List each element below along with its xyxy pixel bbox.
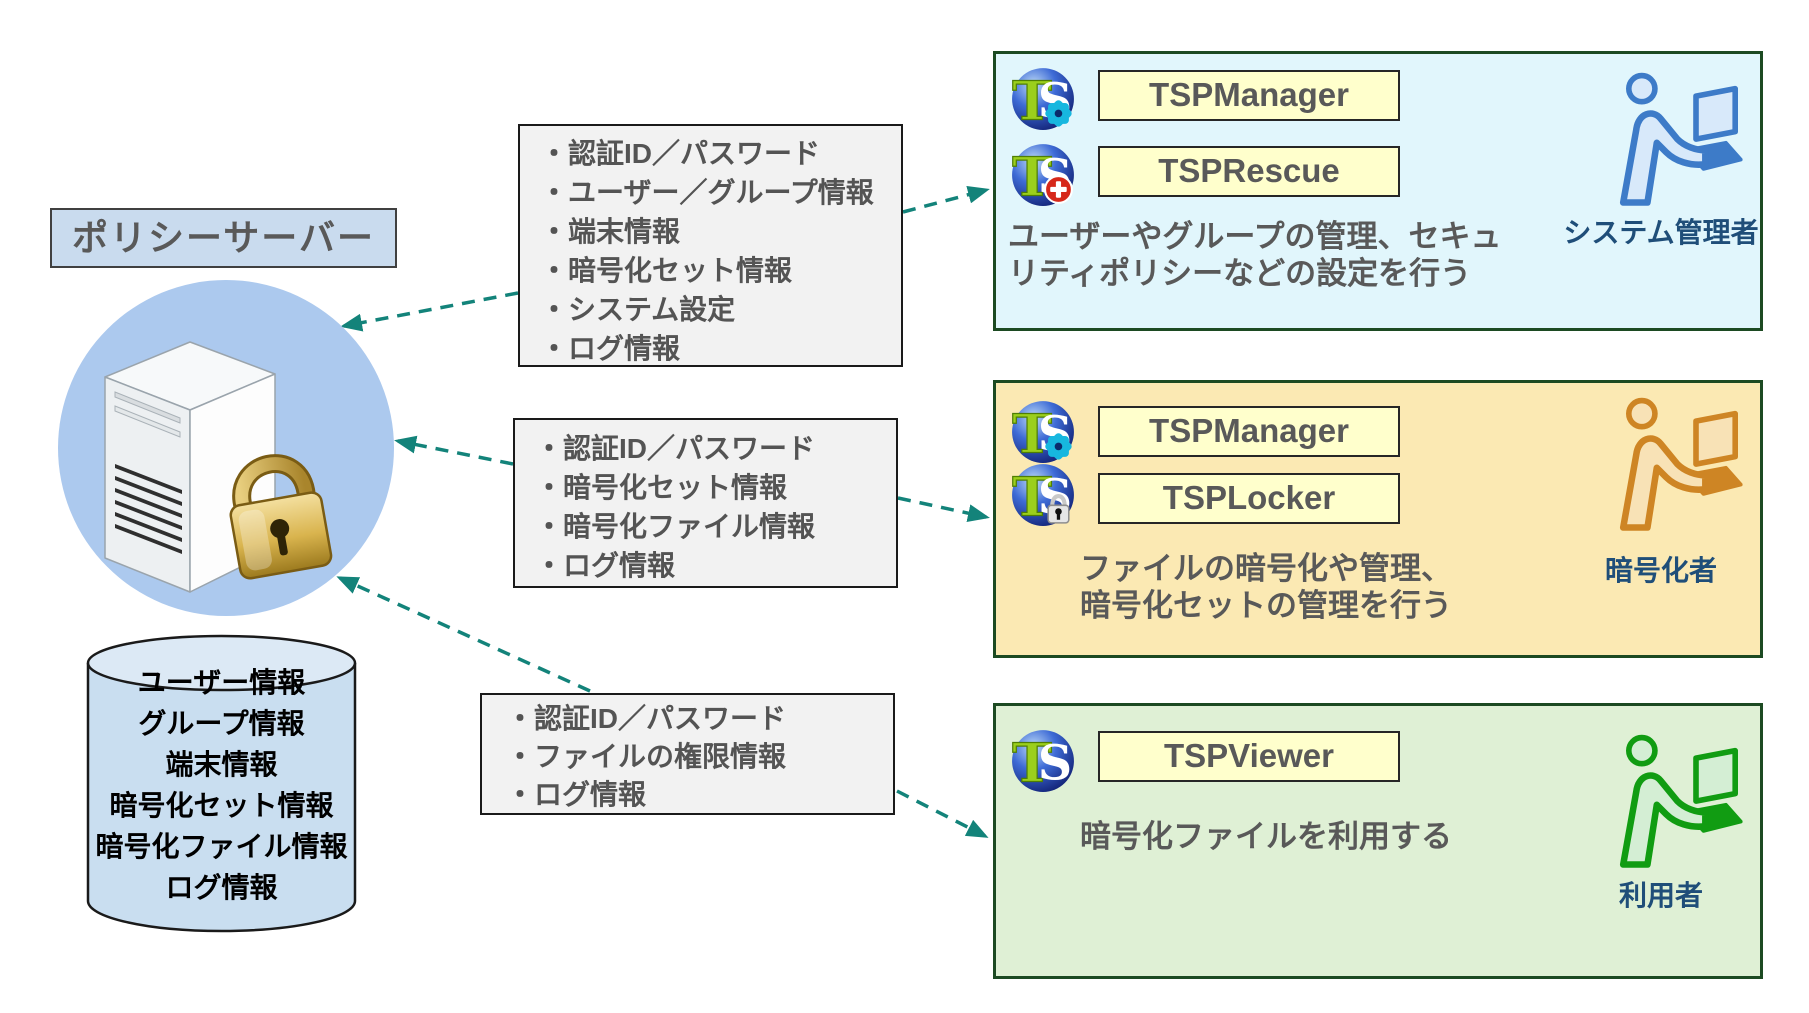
info-item: ・暗号化セット情報	[540, 255, 793, 286]
policy-server-title: ポリシーサーバー	[50, 208, 397, 268]
role-label-system-admin: システム管理者	[1563, 217, 1759, 248]
gear-badge-icon	[1045, 100, 1072, 127]
tsp-locker-icon	[1010, 462, 1076, 528]
panel-description: 暗号化ファイルを利用する	[1080, 819, 1452, 854]
db-item: ユーザー情報	[137, 667, 306, 698]
panel-description: ファイルの暗号化や管理、 暗号化セットの管理を行う	[1080, 551, 1452, 623]
info-item: ・ログ情報	[535, 550, 676, 581]
server-vent-grille	[115, 464, 182, 554]
tsp-manager-icon	[1010, 66, 1076, 132]
database-cylinder	[86, 634, 357, 933]
info-item: ・ログ情報	[506, 779, 647, 810]
info-item: ・ファイルの権限情報	[506, 741, 787, 772]
db-item: ログ情報	[165, 872, 278, 903]
panel-encryptor: TSPManager TSPLocker ファイルの暗号化や管理、 暗号化セット…	[993, 380, 1763, 658]
tspviewer-button: TSPViewer	[1098, 731, 1400, 782]
info-item: ・ユーザー／グループ情報	[540, 177, 874, 208]
tsp-rescue-icon	[1010, 142, 1076, 208]
user-person-icon	[1588, 732, 1748, 872]
info-box-encryptor-data: ・認証ID／パスワード ・暗号化セット情報 ・暗号化ファイル情報 ・ログ情報	[513, 418, 898, 588]
tspmanager-button: TSPManager	[1098, 406, 1400, 457]
server-drive-slots	[114, 391, 181, 438]
db-item: グループ情報	[138, 708, 305, 739]
info-item: ・暗号化セット情報	[535, 472, 788, 503]
db-item: 端末情報	[165, 749, 278, 780]
info-box-admin-data: ・認証ID／パスワード ・ユーザー／グループ情報 ・端末情報 ・暗号化セット情報…	[518, 124, 903, 367]
info-item: ・端末情報	[540, 216, 681, 247]
role-label-user: 利用者	[1618, 880, 1703, 911]
admin-person-icon	[1588, 70, 1748, 210]
info-item: ・認証ID／パスワード	[540, 138, 821, 169]
plus-badge-icon	[1044, 175, 1073, 204]
tspmanager-button: TSPManager	[1098, 70, 1400, 121]
db-item: 暗号化ファイル情報	[95, 831, 348, 862]
info-item: ・ログ情報	[540, 333, 681, 364]
panel-description: ユーザーやグループの管理、セキュ リティポリシーなどの設定を行う	[1008, 219, 1502, 291]
panel-user: TSPViewer 暗号化ファイルを利用する 利用者	[993, 703, 1763, 979]
tsp-viewer-icon	[1010, 728, 1076, 794]
encryptor-person-icon	[1588, 395, 1748, 535]
tsplocker-button: TSPLocker	[1098, 473, 1400, 524]
info-item: ・認証ID／パスワード	[506, 703, 787, 734]
tsprescue-button: TSPRescue	[1098, 146, 1400, 197]
tsp-manager-icon	[1010, 399, 1076, 465]
database-contents: ユーザー情報 グループ情報 端末情報 暗号化セット情報 暗号化ファイル情報 ログ…	[85, 662, 358, 908]
panel-system-admin: TSPManager TSPRescue ユーザーやグループの管理、セキュ リテ…	[993, 51, 1763, 331]
info-item: ・システム設定	[540, 294, 736, 325]
db-item: 暗号化セット情報	[109, 790, 334, 821]
info-item: ・暗号化ファイル情報	[535, 511, 816, 542]
info-item: ・認証ID／パスワード	[535, 433, 816, 464]
info-box-user-data: ・認証ID／パスワード ・ファイルの権限情報 ・ログ情報	[480, 693, 895, 815]
role-label-encryptor: 暗号化者	[1604, 555, 1717, 586]
padlock-icon	[229, 454, 333, 580]
gear-badge-icon	[1045, 433, 1072, 460]
lock-badge-icon	[1047, 494, 1070, 524]
server-tower-icon	[104, 341, 333, 593]
